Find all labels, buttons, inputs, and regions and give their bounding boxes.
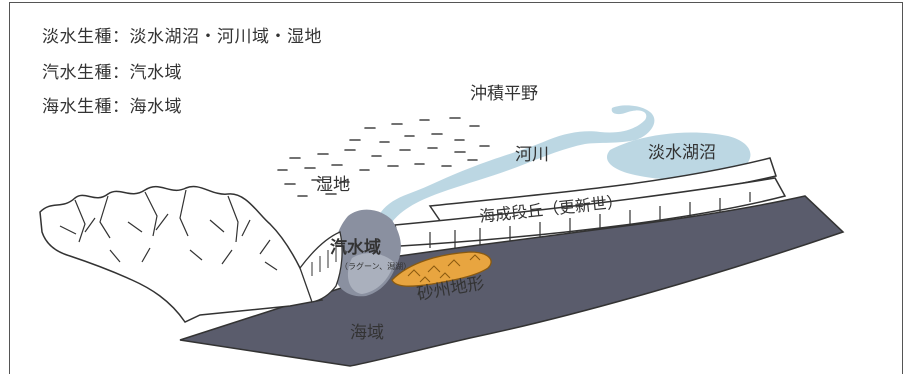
- legend-marine: 海水生種：海水域: [42, 97, 182, 117]
- coastal-terrace-left: [299, 231, 343, 303]
- label-brackish-area: 汽水域: [330, 237, 381, 258]
- terrace-cliff-hatch: [429, 192, 751, 248]
- label-freshwater-lake: 淡水湖沼: [648, 143, 716, 163]
- marine-terrace: [394, 177, 787, 247]
- mountains: [39, 185, 324, 323]
- label-sea-area: 海域: [350, 323, 384, 343]
- mountain-ridge-lines: [59, 189, 278, 271]
- label-brackish-note: （ラグーン、潟湖）: [340, 261, 411, 271]
- legend-brackish: 汽水生種：汽水域: [42, 63, 182, 83]
- label-wetland: 湿地: [316, 175, 350, 195]
- legend-freshwater: 淡水生種：淡水湖沼・河川域・湿地: [42, 27, 322, 47]
- wetland-marks: [277, 117, 490, 197]
- label-alluvial-plain: 沖積平野: [470, 84, 538, 104]
- label-river: 河川: [515, 145, 549, 165]
- freshwater-lake: [606, 132, 751, 180]
- sea: [179, 195, 845, 367]
- sandbar: [391, 251, 492, 287]
- river: [375, 105, 655, 224]
